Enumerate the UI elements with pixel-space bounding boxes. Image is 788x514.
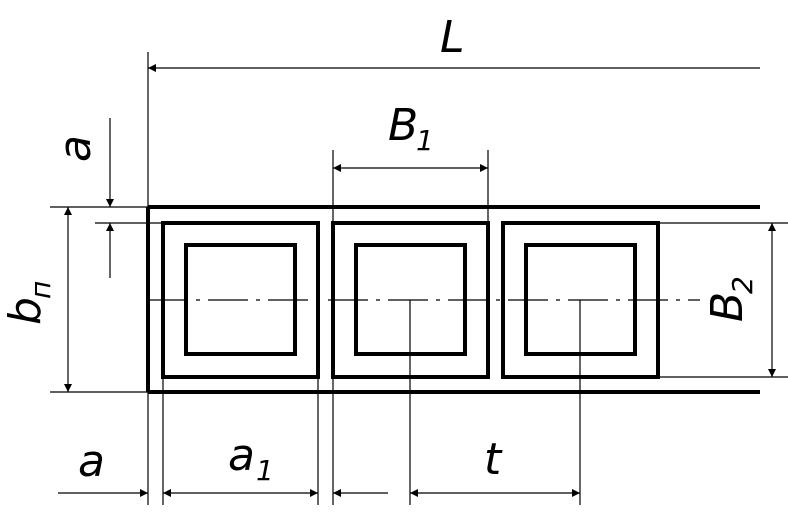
label-t: t bbox=[484, 434, 503, 485]
label-B2: B bbox=[702, 292, 753, 322]
dimension-labels: L B 1 B 2 b п a a a 1 t bbox=[0, 12, 759, 487]
label-a1-sub: 1 bbox=[256, 454, 274, 487]
label-bn: b bbox=[0, 297, 51, 325]
extension-lines bbox=[50, 52, 788, 505]
label-bn-sub: п bbox=[24, 281, 57, 299]
label-a-top: a bbox=[50, 135, 101, 162]
label-B1: B bbox=[388, 100, 418, 151]
label-B1-sub: 1 bbox=[416, 124, 434, 157]
label-L: L bbox=[440, 12, 465, 63]
label-B2-sub: 2 bbox=[726, 276, 759, 294]
dimension-lines bbox=[58, 64, 776, 497]
label-a1: a bbox=[228, 430, 255, 481]
label-a-left: a bbox=[78, 436, 105, 487]
